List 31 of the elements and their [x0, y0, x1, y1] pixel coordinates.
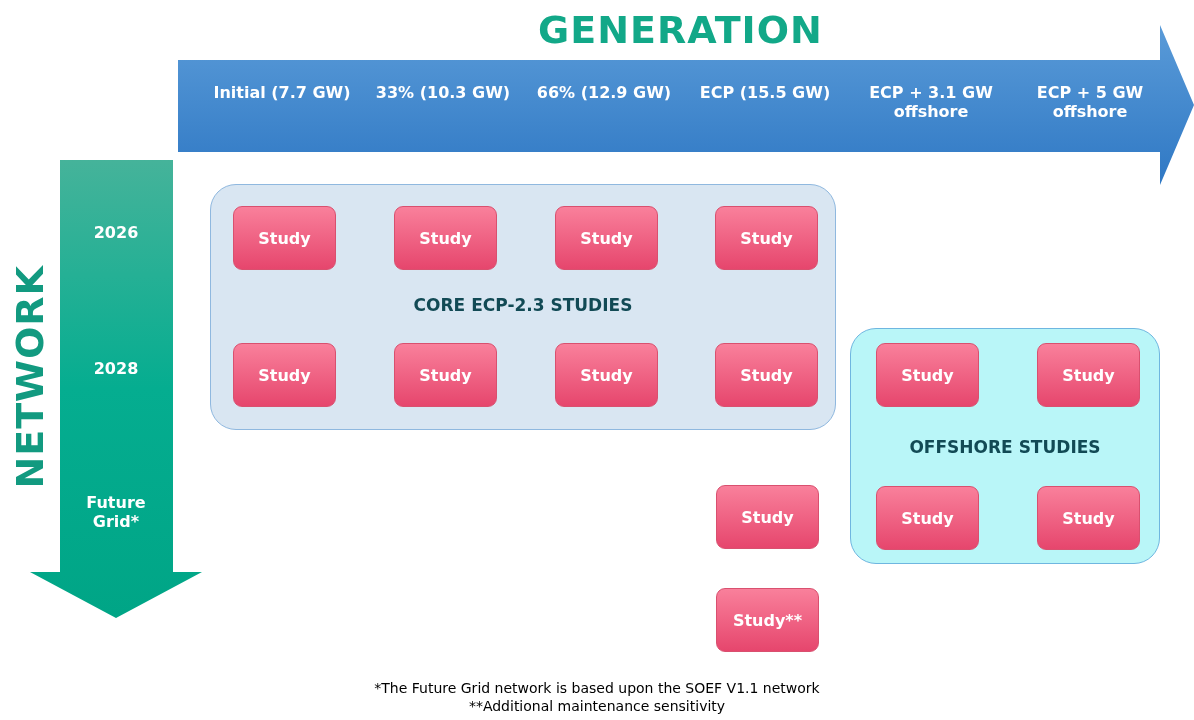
column-header: Initial (7.7 GW)	[212, 83, 352, 103]
study-box: Study	[876, 486, 979, 550]
group-title: OFFSHORE STUDIES	[908, 437, 1102, 457]
study-box: Study	[233, 206, 336, 270]
column-header: ECP + 3.1 GW offshore	[868, 83, 994, 122]
footnote: **Additional maintenance sensitivity	[467, 698, 727, 714]
study-box: Study	[233, 343, 336, 407]
study-box: Study	[555, 206, 658, 270]
axis-title: GENERATION	[538, 8, 818, 54]
group-title: CORE ECP-2.3 STUDIES	[412, 295, 634, 315]
column-header: ECP + 5 GW offshore	[1035, 83, 1145, 122]
row-header: 2028	[92, 359, 140, 379]
row-header: 2026	[92, 223, 140, 243]
study-box: Study	[1037, 486, 1140, 550]
study-box: Study	[394, 206, 497, 270]
study-box: Study	[394, 343, 497, 407]
row-header: Future Grid*	[85, 493, 147, 532]
footnote: *The Future Grid network is based upon the SOEF V1.1 network	[373, 680, 821, 696]
study-box: Study	[716, 485, 819, 549]
study-box: Study	[715, 206, 818, 270]
column-header: ECP (15.5 GW)	[698, 83, 832, 103]
column-header: 33% (10.3 GW)	[374, 83, 512, 103]
study-box: Study	[555, 343, 658, 407]
study-box: Study**	[716, 588, 819, 652]
study-box: Study	[715, 343, 818, 407]
study-box: Study	[1037, 343, 1140, 407]
axis-title: NETWORK	[8, 265, 53, 489]
study-box: Study	[876, 343, 979, 407]
group-panel	[210, 184, 836, 430]
group-panel	[850, 328, 1160, 564]
column-header: 66% (12.9 GW)	[535, 83, 673, 103]
